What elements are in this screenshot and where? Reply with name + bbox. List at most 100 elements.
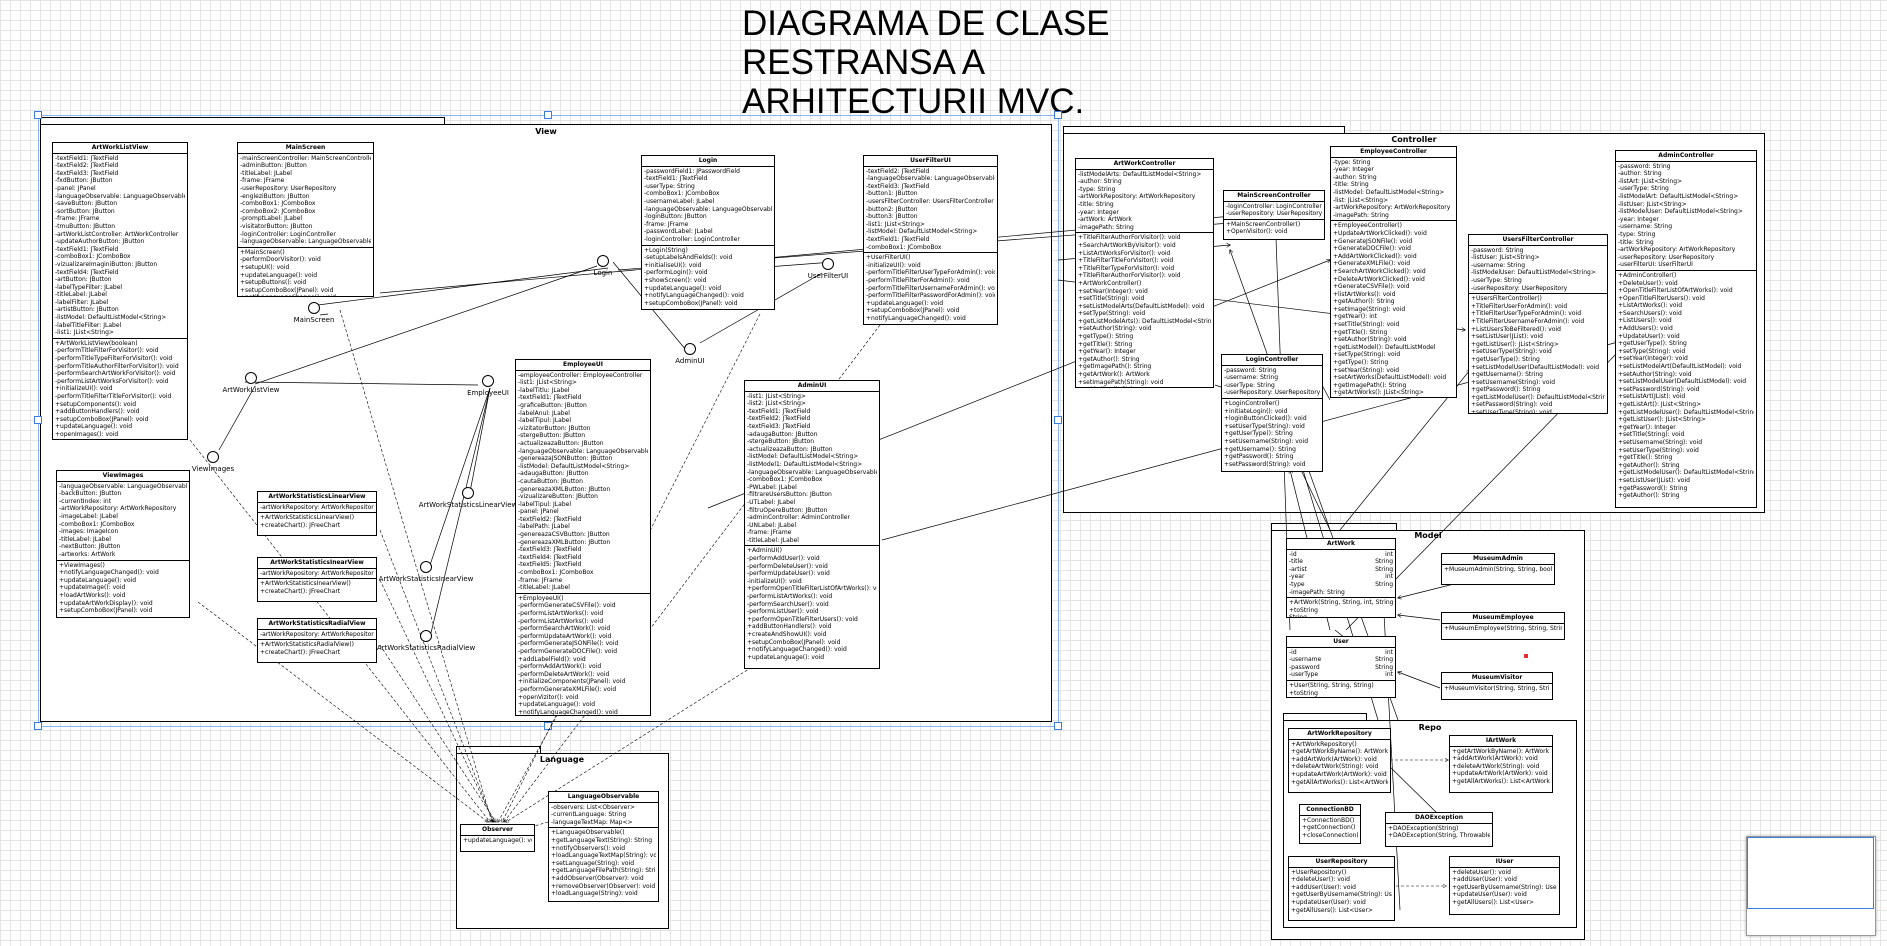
method: -performTitleFilterTitleForVisitor(): vo… [55,393,172,400]
class-login[interactable]: Login-passwordField1: JPasswordField-tex… [641,155,775,310]
class-connectionbd[interactable]: ConnectionBD+ConnectionBD()+getConnectio… [1299,804,1361,844]
attribute: -listArt: JList<String> [1618,177,1683,185]
method: +setImage(String): void [1333,305,1406,313]
minimap-viewport[interactable] [1747,837,1874,909]
attribute: -imagePath: String [1333,211,1389,219]
resize-handle[interactable] [34,416,42,424]
class-usersfiltercontroller[interactable]: UsersFilterController-password: String-l… [1468,234,1608,414]
attribute: -userFilterUI: UserFilterUI [1618,261,1693,269]
red-marker [1524,654,1528,658]
resize-handle[interactable] [1054,416,1062,424]
methods-section: +ViewImages()+notifyLanguageChanged(): v… [57,561,189,616]
class-mainscreen[interactable]: MainScreen-mainScreenController: MainScr… [237,142,374,297]
resize-handle[interactable] [1054,111,1062,119]
class-artworklistview[interactable]: ArtWorkListView-textField1: JTextField-t… [52,142,188,440]
resize-handle[interactable] [34,722,42,730]
class-name: ArtWorkListView [53,143,187,154]
interface-artworklistview[interactable] [245,372,257,384]
method: +notifyLanguageChanged(): void [747,646,847,654]
class-viewimages[interactable]: ViewImages-languageObservable: LanguageO… [56,470,190,618]
method: +setListModelArt(DefaultListModel): void [1618,363,1742,371]
method: +DAOException(String, Throwable) [1388,832,1490,840]
interface-statslinear[interactable] [462,487,474,499]
attribute: -list: JList<String> [1333,196,1389,204]
interface-mainscreen[interactable] [308,302,320,314]
attribute: -username: String [1224,374,1278,382]
class-museumadmin[interactable]: MuseumAdmin+MuseumAdmin(String, String, … [1441,553,1555,585]
method: +setListModelUser(DefaultListModel): voi… [1618,378,1747,386]
attribute: -textField1: JTextField [866,235,930,243]
attributes-section: -artWorkRepository: ArtWorkRepository [258,503,376,514]
attribute: -password: String [1224,366,1277,374]
method: +setYear(Integer): void [1078,287,1148,295]
attribute: -listUser: JList<String> [1618,200,1687,208]
interface-userfilterui[interactable] [822,258,834,270]
resize-handle[interactable] [544,722,552,730]
interface-employeeui[interactable] [482,375,494,387]
interface-statsinear[interactable] [420,561,432,573]
class-admincontroller[interactable]: AdminController-password: String-author:… [1615,150,1757,508]
class-statsradial[interactable]: ArtWorkStatisticsRadialView-artWorkRepos… [257,618,377,663]
resize-handle[interactable] [34,111,42,119]
class-userfilterui[interactable]: UserFilterUI-textField2: JTextField-lang… [863,155,998,325]
attribute: -textField3: JTextField [866,182,930,190]
class-iartwork[interactable]: IArtWork+getArtWorkByName(): ArtWork+add… [1449,735,1553,793]
class-employeeui[interactable]: EmployeeUI-employeeController: EmployeeC… [515,359,651,716]
class-statsinear[interactable]: ArtWorkStatisticsInearView-artWorkReposi… [257,557,377,602]
attribute: -languageObservable: LanguageObservable [747,468,877,476]
method: +setAuthor(String): void [1618,370,1692,378]
method: +setListModelArts(DefaultListModel): voi… [1078,302,1205,310]
resize-handle[interactable] [1054,722,1062,730]
method: +MainScreenController() [1226,220,1301,228]
class-logincontroller[interactable]: LoginController-password: String-usernam… [1221,354,1323,472]
attribute: -button1: JButton [866,190,918,198]
class-observer[interactable]: Observer+updateLanguage(): void [460,824,535,852]
methods-section: +UserFilterUI()-initializeUI(): void-per… [864,253,997,323]
class-mainscreencontroller[interactable]: MainScreenController-loginController: Lo… [1223,190,1325,240]
method: +updateLanguage(): void [59,576,137,584]
class-daoexception[interactable]: DAOException+DAOException(String)+DAOExc… [1385,812,1493,847]
attribute: -loginController: LoginController [240,230,336,238]
minimap[interactable] [1746,836,1876,936]
attribute: -userRepository: UserRepository [1471,284,1568,292]
attribute: -vizualizareImaginiButton: JButton [55,260,158,268]
class-languageobservable[interactable]: LanguageObservable-observers: List<Obser… [548,791,659,902]
interface-login[interactable] [597,255,609,267]
class-museumvisitor[interactable]: MuseumVisitor+MuseumVisitor(String, Stri… [1441,672,1553,700]
attributes-section: -languageObservable: LanguageObservable-… [57,482,189,561]
class-museumemployee[interactable]: MuseumEmployee+MuseumEmployee(String, St… [1441,612,1565,640]
method: +updateLanguage(): void [866,299,944,307]
interface-adminui[interactable] [684,343,696,355]
attribute: -tmuButton: JButton [55,222,116,230]
method: +toString [1289,689,1318,697]
methods-section: +getArtWorkByName(): ArtWork+addArtWork(… [1450,747,1552,787]
method: +setUsername(String): void [1618,438,1702,446]
interface-statsradial[interactable] [420,630,432,642]
method: +setupComboBox(JPanel): void [59,607,153,615]
class-artworkrepository[interactable]: ArtWorkRepository+ArtWorkRepository()+ge… [1288,728,1391,793]
method: +GenerateCSVFile(): void [1333,283,1410,291]
class-employeecontroller[interactable]: EmployeeController-type: String-year: In… [1330,146,1457,398]
resize-handle[interactable] [544,111,552,119]
interface-viewimages[interactable] [207,451,219,463]
attribute: -textField2: JTextField [866,167,930,175]
attributes-section: -password: String-listUser: JList<String… [1469,246,1607,295]
method: +openVizitor(): void [518,693,579,701]
class-artworkcontroller[interactable]: ArtWorkController-listModelArts: Default… [1075,158,1214,388]
view-package-label: View [535,127,557,136]
class-userrepository[interactable]: UserRepository+UserRepository()+deleteUs… [1288,856,1395,921]
attribute: -loginController: LoginController [644,235,740,243]
attribute: -listUser: JList<String> [1471,254,1540,262]
attribute: -textField3: JTextField [747,422,811,430]
attributes-section: -list1: JList<String>-list2: JList<Strin… [745,392,879,547]
methods-section: +ArtWorkRepository()+getArtWorkByName():… [1289,740,1390,788]
class-statslinear[interactable]: ArtWorkStatisticsLinearView-artWorkRepos… [257,491,377,536]
method: +getLanguageFilePath(String): String [551,867,656,875]
method: +ListUsers(): void [1618,317,1672,325]
class-adminui[interactable]: AdminUI-list1: JList<String>-list2: JLis… [744,380,880,669]
method: -performListUser(): void [747,608,819,616]
class-iuser[interactable]: IUser+deleteUser(): void+addUser(User): … [1449,856,1560,915]
